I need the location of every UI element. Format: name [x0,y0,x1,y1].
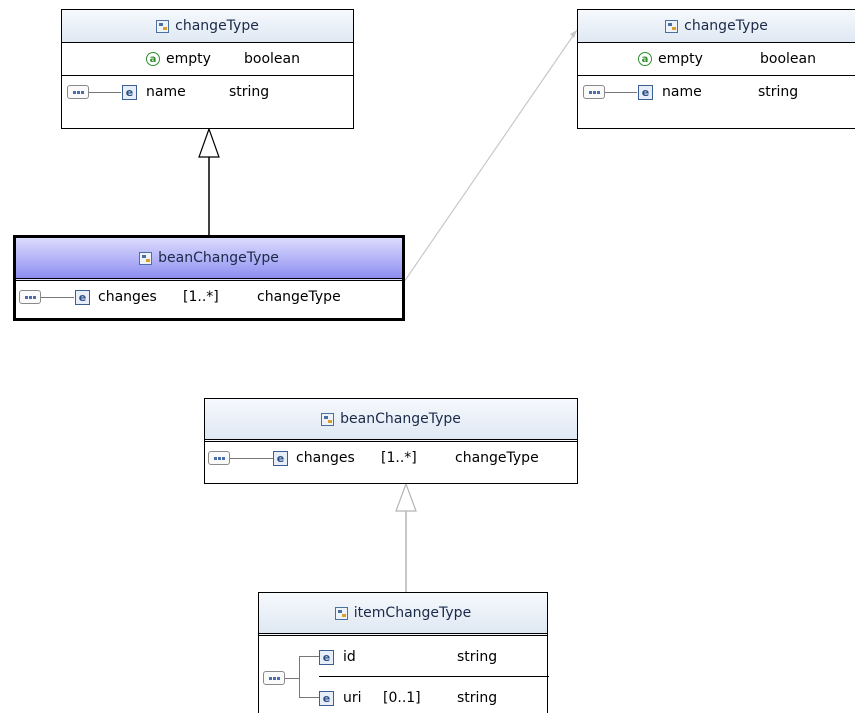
element-row[interactable]: e name string [578,75,855,130]
beanchangetype-box-selected[interactable]: beanChangeType e changes [1..*] changeTy… [13,235,405,321]
type-title: beanChangeType [340,411,461,427]
reference-arrowhead [570,30,577,38]
attribute-type: boolean [760,51,816,67]
changetype-header[interactable]: changeType [578,10,855,43]
element-name: name [146,84,186,100]
element-cardinality: [0..1] [383,690,421,706]
element-name: uri [343,690,362,706]
attribute-row[interactable]: a empty boolean [578,43,855,75]
sequence-icon[interactable] [19,290,41,304]
sequence-icon[interactable] [67,85,89,99]
attribute-row[interactable]: a empty boolean [62,43,353,75]
complex-type-icon [665,19,679,33]
sequence-icon[interactable] [208,451,230,465]
attribute-icon: a [638,52,652,66]
element-type: string [457,690,498,706]
element-type: string [229,84,270,100]
element-icon: e [273,450,288,466]
inheritance-arrowhead-bottom [395,482,417,512]
element-row[interactable]: e name string [62,75,353,130]
attribute-type: boolean [244,51,300,67]
complex-type-icon [139,251,153,265]
beanchangetype-header[interactable]: beanChangeType [16,238,402,281]
element-name: name [662,84,702,100]
attribute-name: empty [166,51,211,67]
reference-line [394,29,578,296]
element-name: changes [296,450,355,466]
element-icon: e [638,84,653,100]
element-cardinality: [1..*] [381,450,417,466]
changetype-box-left[interactable]: changeType a empty boolean e name string [61,9,354,129]
element-row[interactable]: e changes [1..*] changeType [16,281,402,313]
type-title: beanChangeType [158,250,279,266]
itemchangetype-header[interactable]: itemChangeType [259,593,547,636]
complex-type-icon [156,19,170,33]
element-type: string [457,649,498,665]
changetype-box-right[interactable]: changeType a empty boolean e name string [577,9,855,129]
element-type: string [758,84,799,100]
beanchangetype-header[interactable]: beanChangeType [205,399,577,442]
attribute-name: empty [658,51,703,67]
element-name: changes [98,289,157,305]
element-row[interactable]: e changes [1..*] changeType [205,442,577,474]
element-icon: e [122,84,137,100]
element-row-uri[interactable]: e uri [0..1] string [259,682,547,714]
inheritance-arrowhead-top [198,127,220,158]
element-icon: e [319,690,334,706]
attribute-icon: a [146,52,160,66]
beanchangetype-box-lower[interactable]: beanChangeType e changes [1..*] changeTy… [204,398,578,484]
sequence-icon[interactable] [583,85,605,99]
sequence-icon[interactable] [263,671,285,685]
type-title: itemChangeType [353,605,472,621]
changetype-header[interactable]: changeType [62,10,353,43]
element-name: id [343,649,356,665]
type-title: changeType [684,18,768,34]
element-cardinality: [1..*] [183,289,219,305]
element-row-id[interactable]: e id string [259,641,547,673]
element-type: changeType [257,289,341,305]
element-icon: e [75,289,90,305]
type-title: changeType [175,18,259,34]
element-type: changeType [455,450,539,466]
element-icon: e [319,649,334,665]
complex-type-icon [334,606,348,620]
itemchangetype-box[interactable]: itemChangeType e id string e uri [0..1] … [258,592,549,714]
complex-type-icon [321,412,335,426]
